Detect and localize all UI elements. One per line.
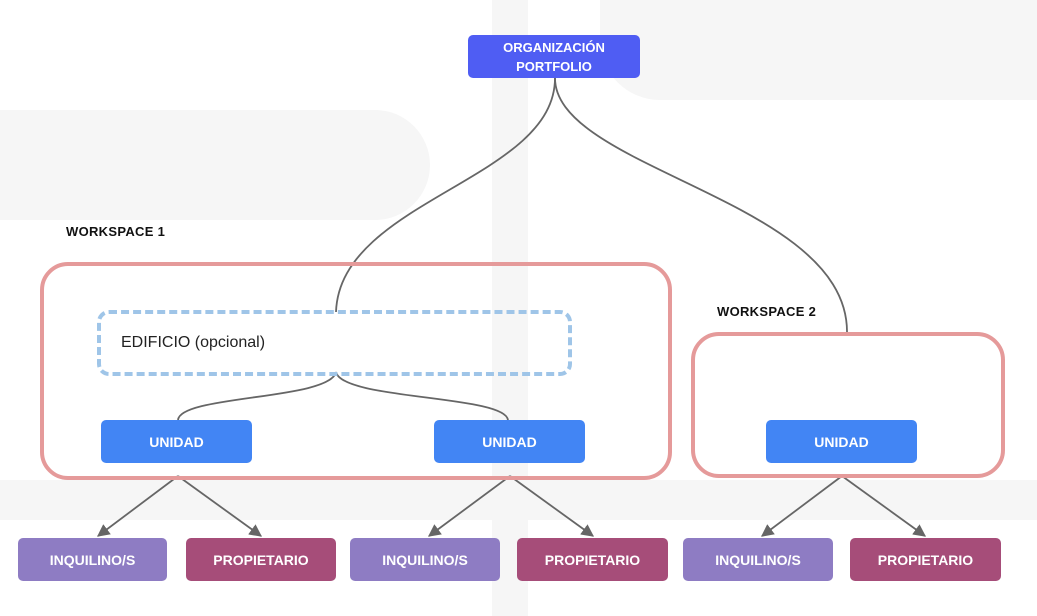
edificio-label: EDIFICIO (opcional) bbox=[121, 334, 266, 351]
connector-org-to-workspace2 bbox=[554, 77, 848, 335]
arrow-unidad-c-to-propietario bbox=[841, 475, 927, 537]
unidad-node-b: UNIDAD bbox=[434, 420, 585, 463]
organization-line1: ORGANIZACIÓN bbox=[503, 39, 605, 55]
propietario-node-3: PROPIETARIO bbox=[850, 538, 1001, 581]
unidad-node-a: UNIDAD bbox=[101, 420, 252, 463]
background-shape-left bbox=[0, 110, 430, 220]
arrow-unidad-b-to-propietario bbox=[509, 475, 595, 537]
arrow-unidad-a-to-inquilino bbox=[96, 475, 179, 537]
connector-org-to-edificio bbox=[335, 77, 556, 313]
connector-edificio-to-unidad-a bbox=[177, 371, 337, 421]
unidad-node-c: UNIDAD bbox=[766, 420, 917, 463]
arrow-unidad-b-to-inquilino bbox=[427, 475, 511, 537]
organization-line2: PORTFOLIO bbox=[516, 58, 592, 74]
workspace2-container bbox=[691, 332, 1005, 478]
workspace1-label: WORKSPACE 1 bbox=[66, 224, 166, 239]
propietario-node-2: PROPIETARIO bbox=[517, 538, 668, 581]
arrow-unidad-a-to-propietario bbox=[177, 475, 263, 537]
organization-portfolio-node: ORGANIZACIÓN PORTFOLIO bbox=[468, 35, 640, 78]
background-shape-bottom bbox=[0, 480, 1037, 520]
background-shape-right bbox=[600, 0, 1037, 100]
edificio-container: EDIFICIO (opcional) bbox=[97, 310, 572, 376]
workspace1-container bbox=[40, 262, 672, 480]
inquilino-node-1: INQUILINO/S bbox=[18, 538, 167, 581]
inquilino-node-2: INQUILINO/S bbox=[350, 538, 500, 581]
workspace2-label: WORKSPACE 2 bbox=[717, 304, 817, 319]
arrow-unidad-c-to-inquilino bbox=[760, 475, 843, 537]
connector-edificio-to-unidad-b bbox=[335, 371, 509, 421]
inquilino-node-3: INQUILINO/S bbox=[683, 538, 833, 581]
propietario-node-1: PROPIETARIO bbox=[186, 538, 336, 581]
